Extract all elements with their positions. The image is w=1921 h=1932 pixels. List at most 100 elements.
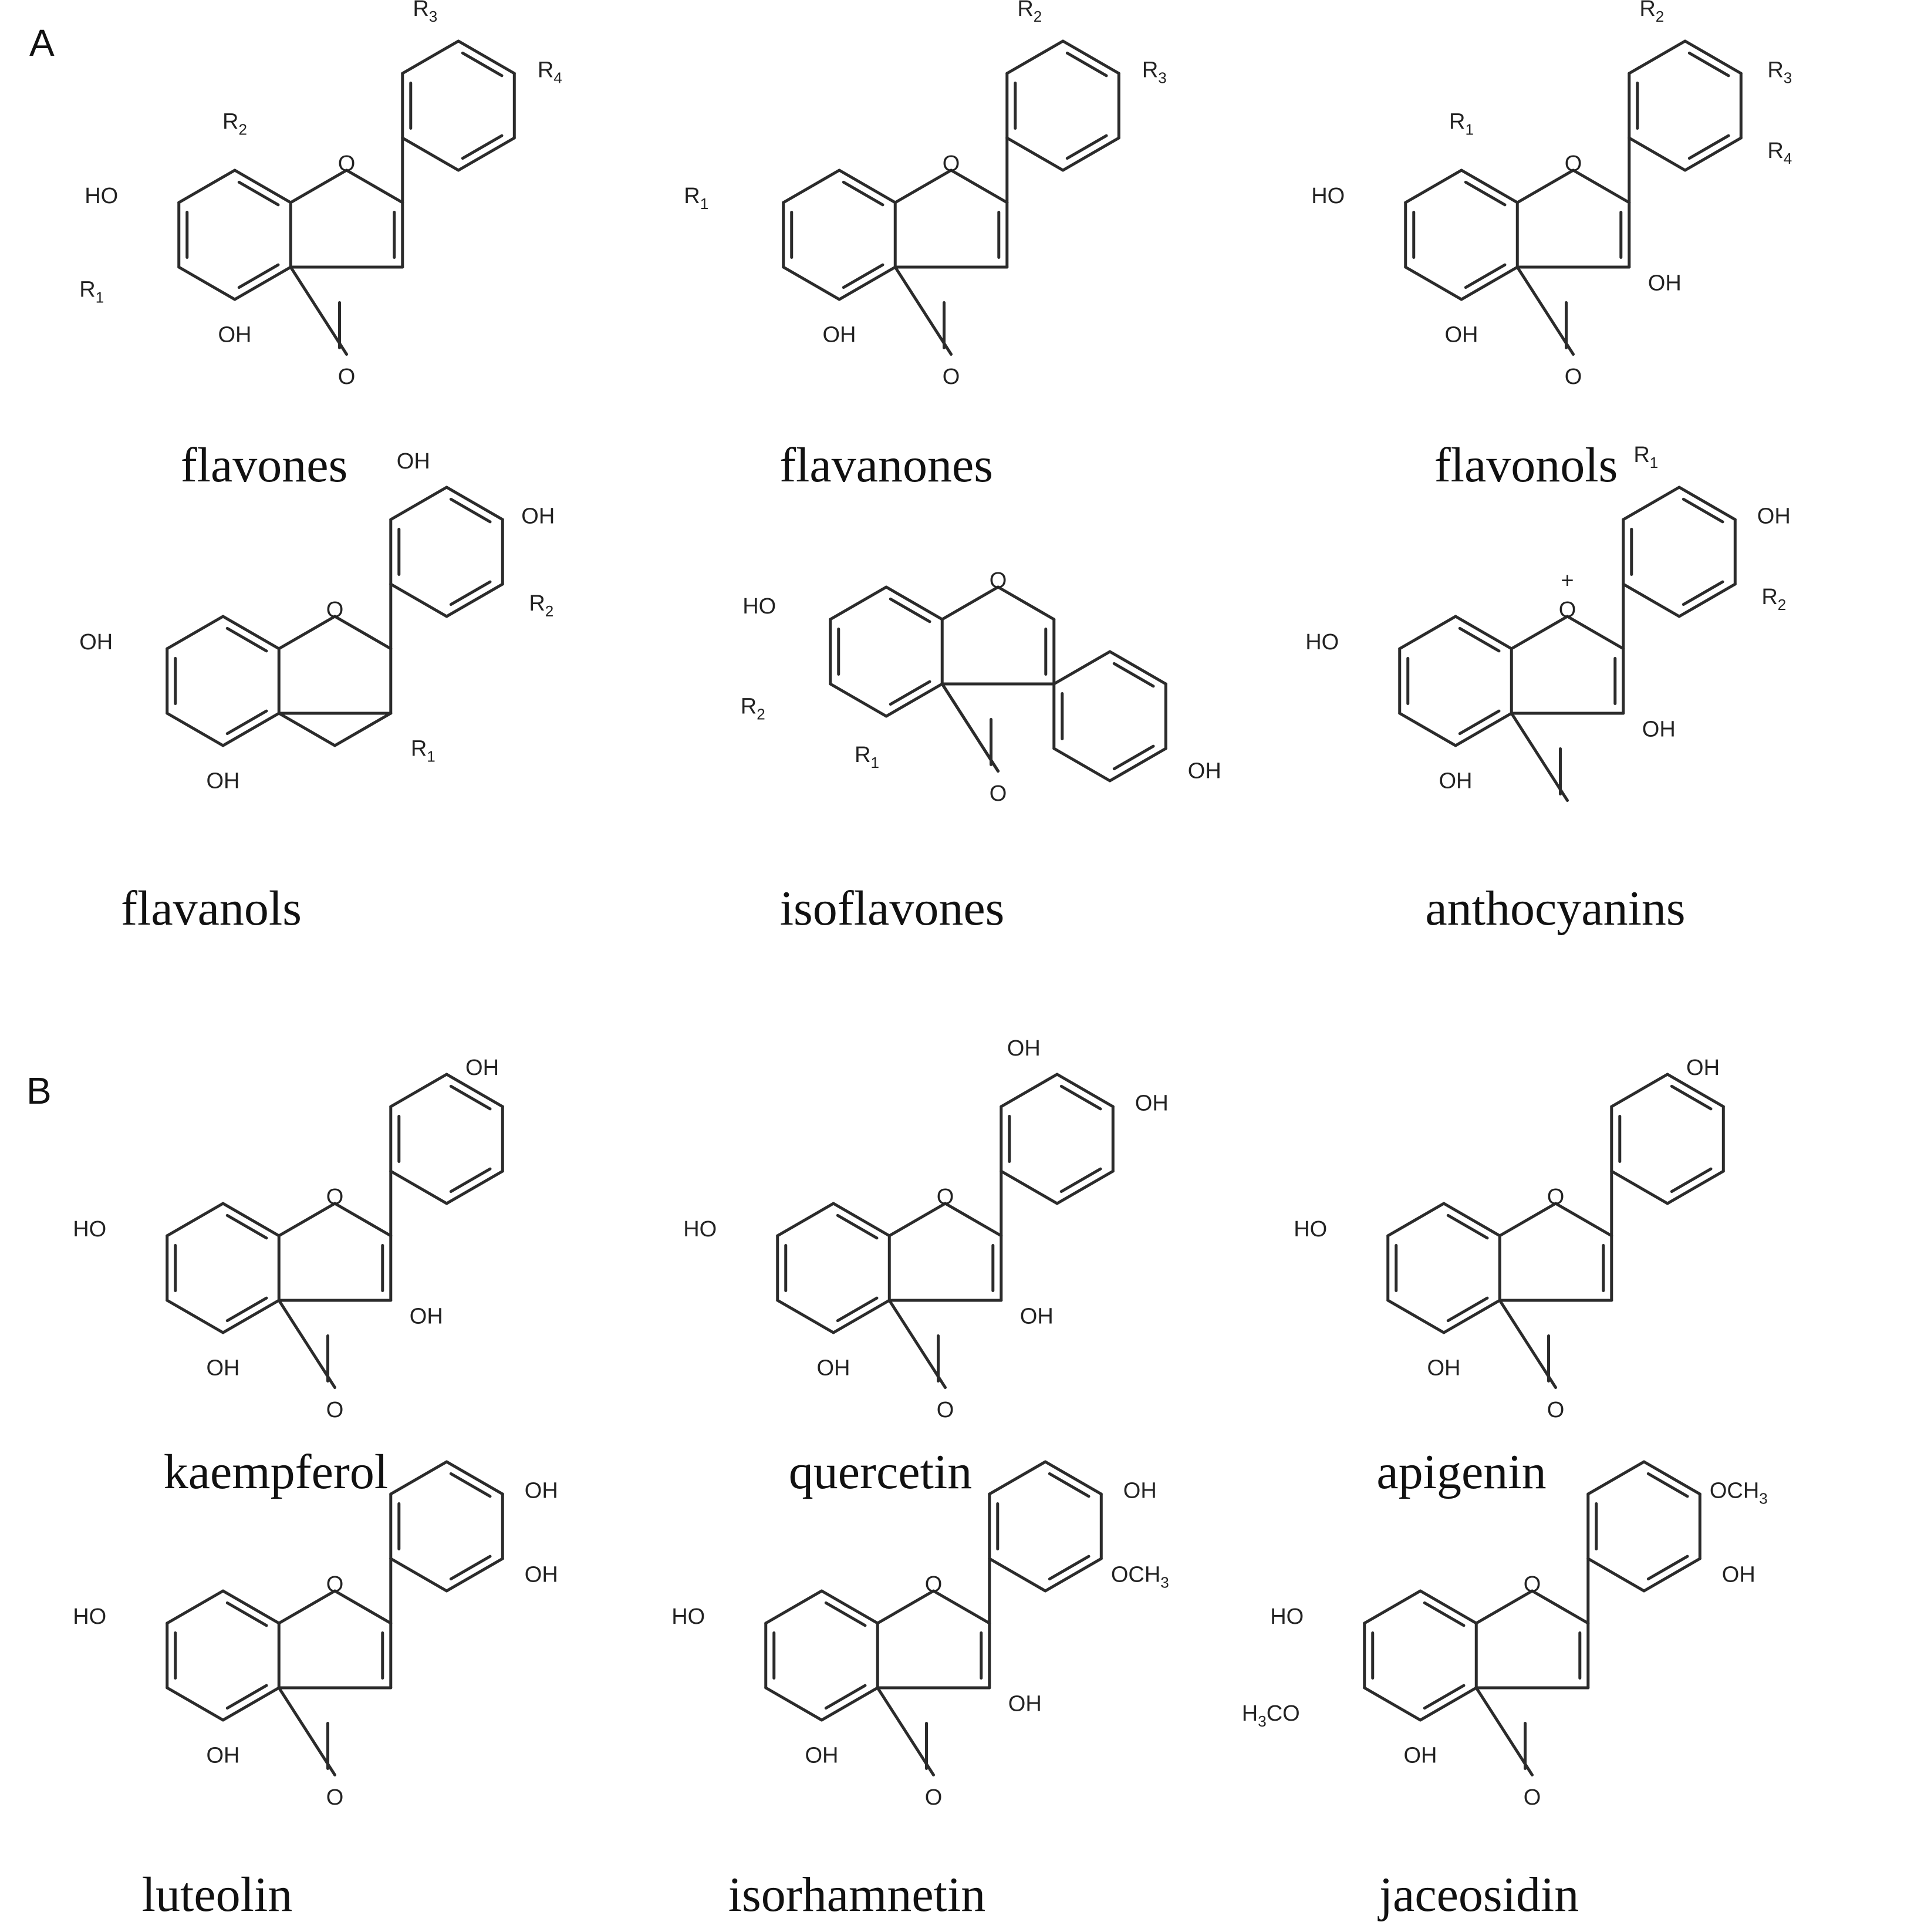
bond (932, 1589, 991, 1625)
bond (1677, 485, 1737, 521)
bond (1044, 1557, 1103, 1593)
atom-label: + (1561, 569, 1574, 594)
bond (166, 1686, 225, 1722)
atom-label: O (1565, 151, 1582, 176)
atom-label: R3 (413, 0, 437, 25)
bond (1458, 709, 1501, 736)
bond (1682, 497, 1724, 524)
atom-label: R3 (1767, 58, 1792, 87)
bond (829, 585, 888, 621)
bond (237, 180, 280, 207)
bond (1398, 712, 1457, 747)
atom-label: R1 (1449, 110, 1474, 139)
atom-label: O (338, 151, 356, 176)
atom-label: R1 (855, 743, 879, 771)
bond (277, 1299, 337, 1389)
bond (1682, 580, 1724, 606)
bond (1442, 1299, 1501, 1334)
bond (997, 585, 1056, 621)
bond (1454, 712, 1513, 747)
bond (1687, 134, 1730, 160)
bond (1055, 1169, 1115, 1205)
bond (225, 1684, 268, 1710)
atom-label: R2 (741, 694, 765, 723)
atom-label: HO (85, 184, 118, 208)
bond (1622, 485, 1681, 521)
bond (221, 712, 281, 747)
bond (1446, 1296, 1489, 1323)
atom-label: O (1524, 1572, 1541, 1597)
bond (1572, 168, 1631, 204)
bond (166, 1589, 225, 1625)
bond (1510, 712, 1569, 802)
bond (1404, 168, 1463, 204)
bond (449, 497, 492, 524)
bond (333, 1589, 393, 1625)
bond (1404, 265, 1463, 301)
bond (782, 265, 841, 301)
atom-label: R2 (1761, 585, 1786, 613)
bond (449, 1084, 492, 1111)
bond (1498, 1299, 1558, 1389)
atom-label: R4 (1767, 139, 1792, 167)
atom-label: OCH3 (1111, 1563, 1169, 1592)
atom-label: OH (207, 769, 240, 794)
atom-label: R1 (79, 278, 104, 306)
bond (832, 1202, 891, 1238)
atom-label: O (326, 1572, 344, 1597)
atom-label: R1 (1633, 443, 1658, 471)
atom-label: OH (1439, 769, 1473, 794)
bond (389, 1460, 448, 1496)
atom-label: R2 (1017, 0, 1042, 25)
bond (782, 168, 841, 204)
bond (1363, 1686, 1422, 1722)
bond (1386, 1202, 1446, 1238)
bond (838, 265, 897, 301)
atom-label: R2 (529, 591, 553, 620)
bond (1464, 263, 1507, 289)
bond (1112, 744, 1155, 771)
bond (824, 1684, 867, 1710)
atom-label: R1 (411, 737, 435, 766)
bond (1458, 626, 1501, 653)
atom-label: R3 (1142, 58, 1167, 87)
atom-label: O (1547, 1185, 1565, 1209)
bond (988, 1460, 1047, 1496)
panel-label-b: B (26, 1070, 52, 1112)
bond (445, 1557, 504, 1593)
bond (221, 1202, 281, 1238)
bond (345, 168, 404, 204)
atom-label: OH (805, 1744, 839, 1768)
atom-label: HO (742, 594, 776, 619)
bond (893, 168, 953, 204)
bond (1474, 1686, 1534, 1776)
bond (887, 1299, 947, 1389)
bond (889, 597, 931, 623)
atom-label: O (1565, 365, 1582, 389)
bond (289, 168, 349, 204)
bond (457, 39, 516, 75)
atom-label: OH (823, 323, 856, 348)
atom-label: HO (1294, 1217, 1327, 1242)
atom-label: HO (671, 1604, 705, 1629)
atom-label: O (937, 1185, 954, 1209)
bond (1510, 615, 1569, 650)
bond (225, 1601, 268, 1627)
bond (884, 585, 944, 621)
bond (445, 1073, 504, 1108)
bond (1622, 582, 1681, 618)
atom-label: OH (1123, 1479, 1157, 1503)
bond (1460, 168, 1519, 204)
atom-label: R4 (538, 58, 562, 87)
bond (166, 615, 225, 650)
bond (233, 168, 292, 204)
bond (177, 168, 237, 204)
